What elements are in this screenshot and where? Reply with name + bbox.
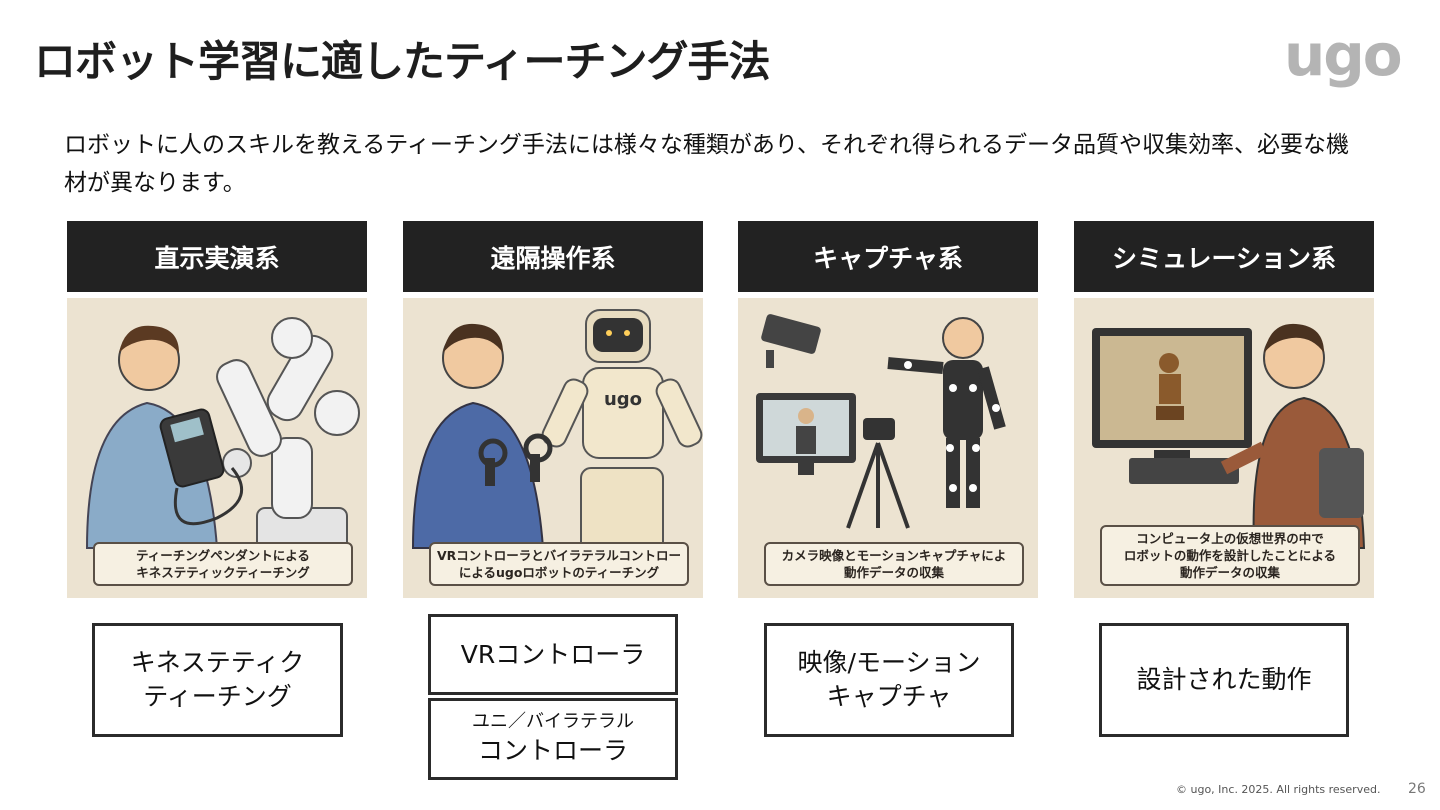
column-heading: シミュレーション系 [1074, 221, 1374, 292]
column-capture: キャプチャ系 [738, 221, 1038, 598]
column-kinesthetic: 直示実演系 ティーチングペンダントによる キネステティックティーチング [67, 221, 367, 598]
label-line: キャプチャ [826, 682, 952, 711]
column-teleoperation: 遠隔操作系 ugo VRコントローラとバイラテラルコントロー [403, 221, 703, 598]
caption-line: によるugoロボットのティーチング [458, 565, 660, 580]
label-line: VRコントローラ [460, 639, 646, 669]
method-label-capture: 映像/モーション キャプチャ [764, 623, 1014, 737]
illustration-caption: コンピュータ上の仮想世界の中で ロボットの動作を設計したことによる 動作データの… [1100, 525, 1360, 586]
caption-line: ティーチングペンダントによる [136, 548, 310, 563]
caption-line: ロボットの動作を設計したことによる [1123, 548, 1337, 563]
illustration-caption: ティーチングペンダントによる キネステティックティーチング [93, 542, 353, 586]
method-label-vr-controller: VRコントローラ [428, 614, 678, 695]
caption-line: キネステティックティーチング [136, 565, 310, 580]
capture-illustration: カメラ映像とモーションキャプチャによ 動作データの収集 [738, 298, 1038, 598]
ugo-logo: ugo [1284, 21, 1403, 89]
kinesthetic-illustration: ティーチングペンダントによる キネステティックティーチング [67, 298, 367, 598]
illustration-caption: カメラ映像とモーションキャプチャによ 動作データの収集 [764, 542, 1024, 586]
robot-body-text: ugo [604, 389, 642, 410]
method-label-simulation: 設計された動作 [1099, 623, 1349, 737]
column-simulation: シミュレーション系 コンピュータ上の仮想世界の中で ロボットの動作を設計したこと… [1074, 221, 1374, 598]
column-heading: 直示実演系 [67, 221, 367, 292]
column-heading: キャプチャ系 [738, 221, 1038, 292]
caption-line: VRコントローラとバイラテラルコントロー [436, 548, 682, 563]
copyright-footer: © ugo, Inc. 2025. All rights reserved. [1176, 783, 1381, 796]
column-heading: 遠隔操作系 [403, 221, 703, 292]
caption-line: コンピュータ上の仮想世界の中で [1136, 531, 1324, 546]
page-number: 26 [1408, 781, 1426, 797]
label-line: 映像/モーション [797, 648, 981, 677]
label-line: ティーチング [143, 682, 292, 711]
caption-line: 動作データの収集 [843, 565, 944, 580]
caption-line: カメラ映像とモーションキャプチャによ [781, 548, 1007, 563]
method-label-kinesthetic: キネステティク ティーチング [92, 623, 343, 737]
label-subtext: ユニ／バイラテラル [472, 711, 634, 732]
label-line: 設計された動作 [1136, 665, 1312, 694]
page-title: ロボット学習に適したティーチング手法 [34, 37, 770, 86]
description-text: ロボットに人のスキルを教えるティーチング手法には様々な種類があり、それぞれ得られ… [64, 132, 1350, 196]
illustration-caption: VRコントローラとバイラテラルコントロー によるugoロボットのティーチング [429, 542, 689, 586]
simulation-illustration: コンピュータ上の仮想世界の中で ロボットの動作を設計したことによる 動作データの… [1074, 298, 1374, 598]
method-label-bilateral-controller: ユニ／バイラテラル コントローラ [428, 698, 678, 780]
teleoperation-illustration: ugo VRコントローラとバイラテラルコントロー によるugoロボットのティーチ… [403, 298, 703, 598]
label-line: コントローラ [477, 736, 628, 765]
label-line: キネステティク [130, 648, 305, 677]
caption-line: 動作データの収集 [1179, 565, 1280, 580]
